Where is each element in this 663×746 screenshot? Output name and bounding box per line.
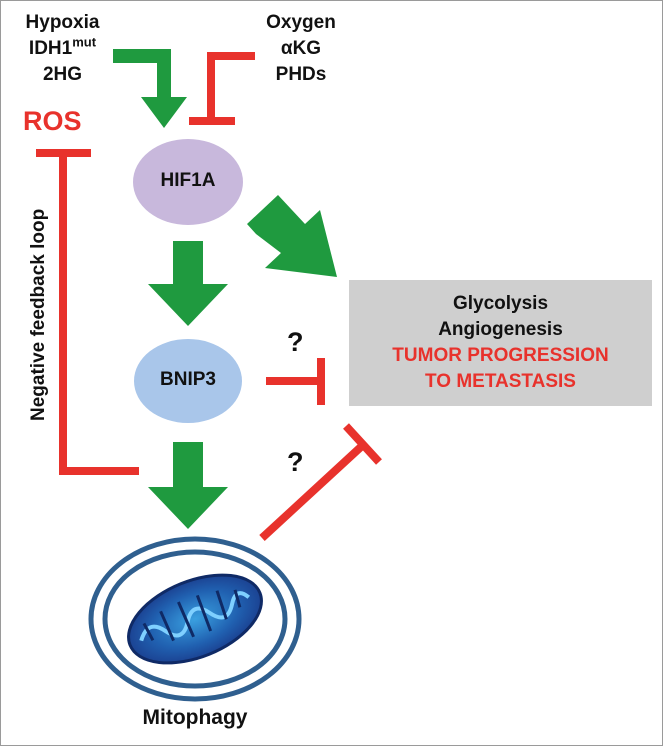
bnip3-label: BNIP3 [160,369,216,390]
oxygen-label: Oxygen [266,12,336,33]
2hg-label: 2HG [42,64,83,85]
idh1-mut-superscript: mut [72,34,97,50]
idh1-label: IDH1mut [28,34,97,59]
feedback-loop-label: Negative feedback loop [28,208,49,421]
ros-label: ROS [23,106,82,136]
metastasis-label: TO METASTASIS [425,371,576,392]
hypoxia-label: Hypoxia [25,12,100,33]
inducer-labels: Hypoxia IDH1mut 2HG [15,10,110,88]
inducers-to-hif1a-arrow [113,49,187,128]
akg-label: αKG [280,38,322,59]
hif1a-to-bnip3-arrow [148,241,228,326]
hif1a-to-outcomes-arrow [247,195,337,277]
phds-label: PHDs [275,64,327,85]
tumor-progression-label: TUMOR PROGRESSION [392,345,609,366]
glycolysis-label: Glycolysis [452,293,549,314]
hif1a-label: HIF1A [160,170,216,191]
oxygen-inhibition-bar [189,52,255,125]
mitochondrion-icon [88,536,302,702]
angiogenesis-label: Angiogenesis [438,319,563,340]
question-mark-bnip3: ? [287,327,304,357]
hif1a-node [133,139,243,225]
bnip3-to-mitophagy-arrow [148,442,228,529]
outcomes-box: Glycolysis Angiogenesis TUMOR PROGRESSIO… [349,280,652,406]
mitophagy-inhibition-bar [259,423,382,541]
bnip3-inhibition-bar [266,358,325,405]
negative-feedback-bar [36,149,139,475]
question-mark-mitophagy: ? [287,447,304,477]
bnip3-node [134,339,242,423]
inhibitor-labels: Oxygen αKG PHDs [251,10,351,88]
mitophagy-label: Mitophagy [142,706,248,729]
